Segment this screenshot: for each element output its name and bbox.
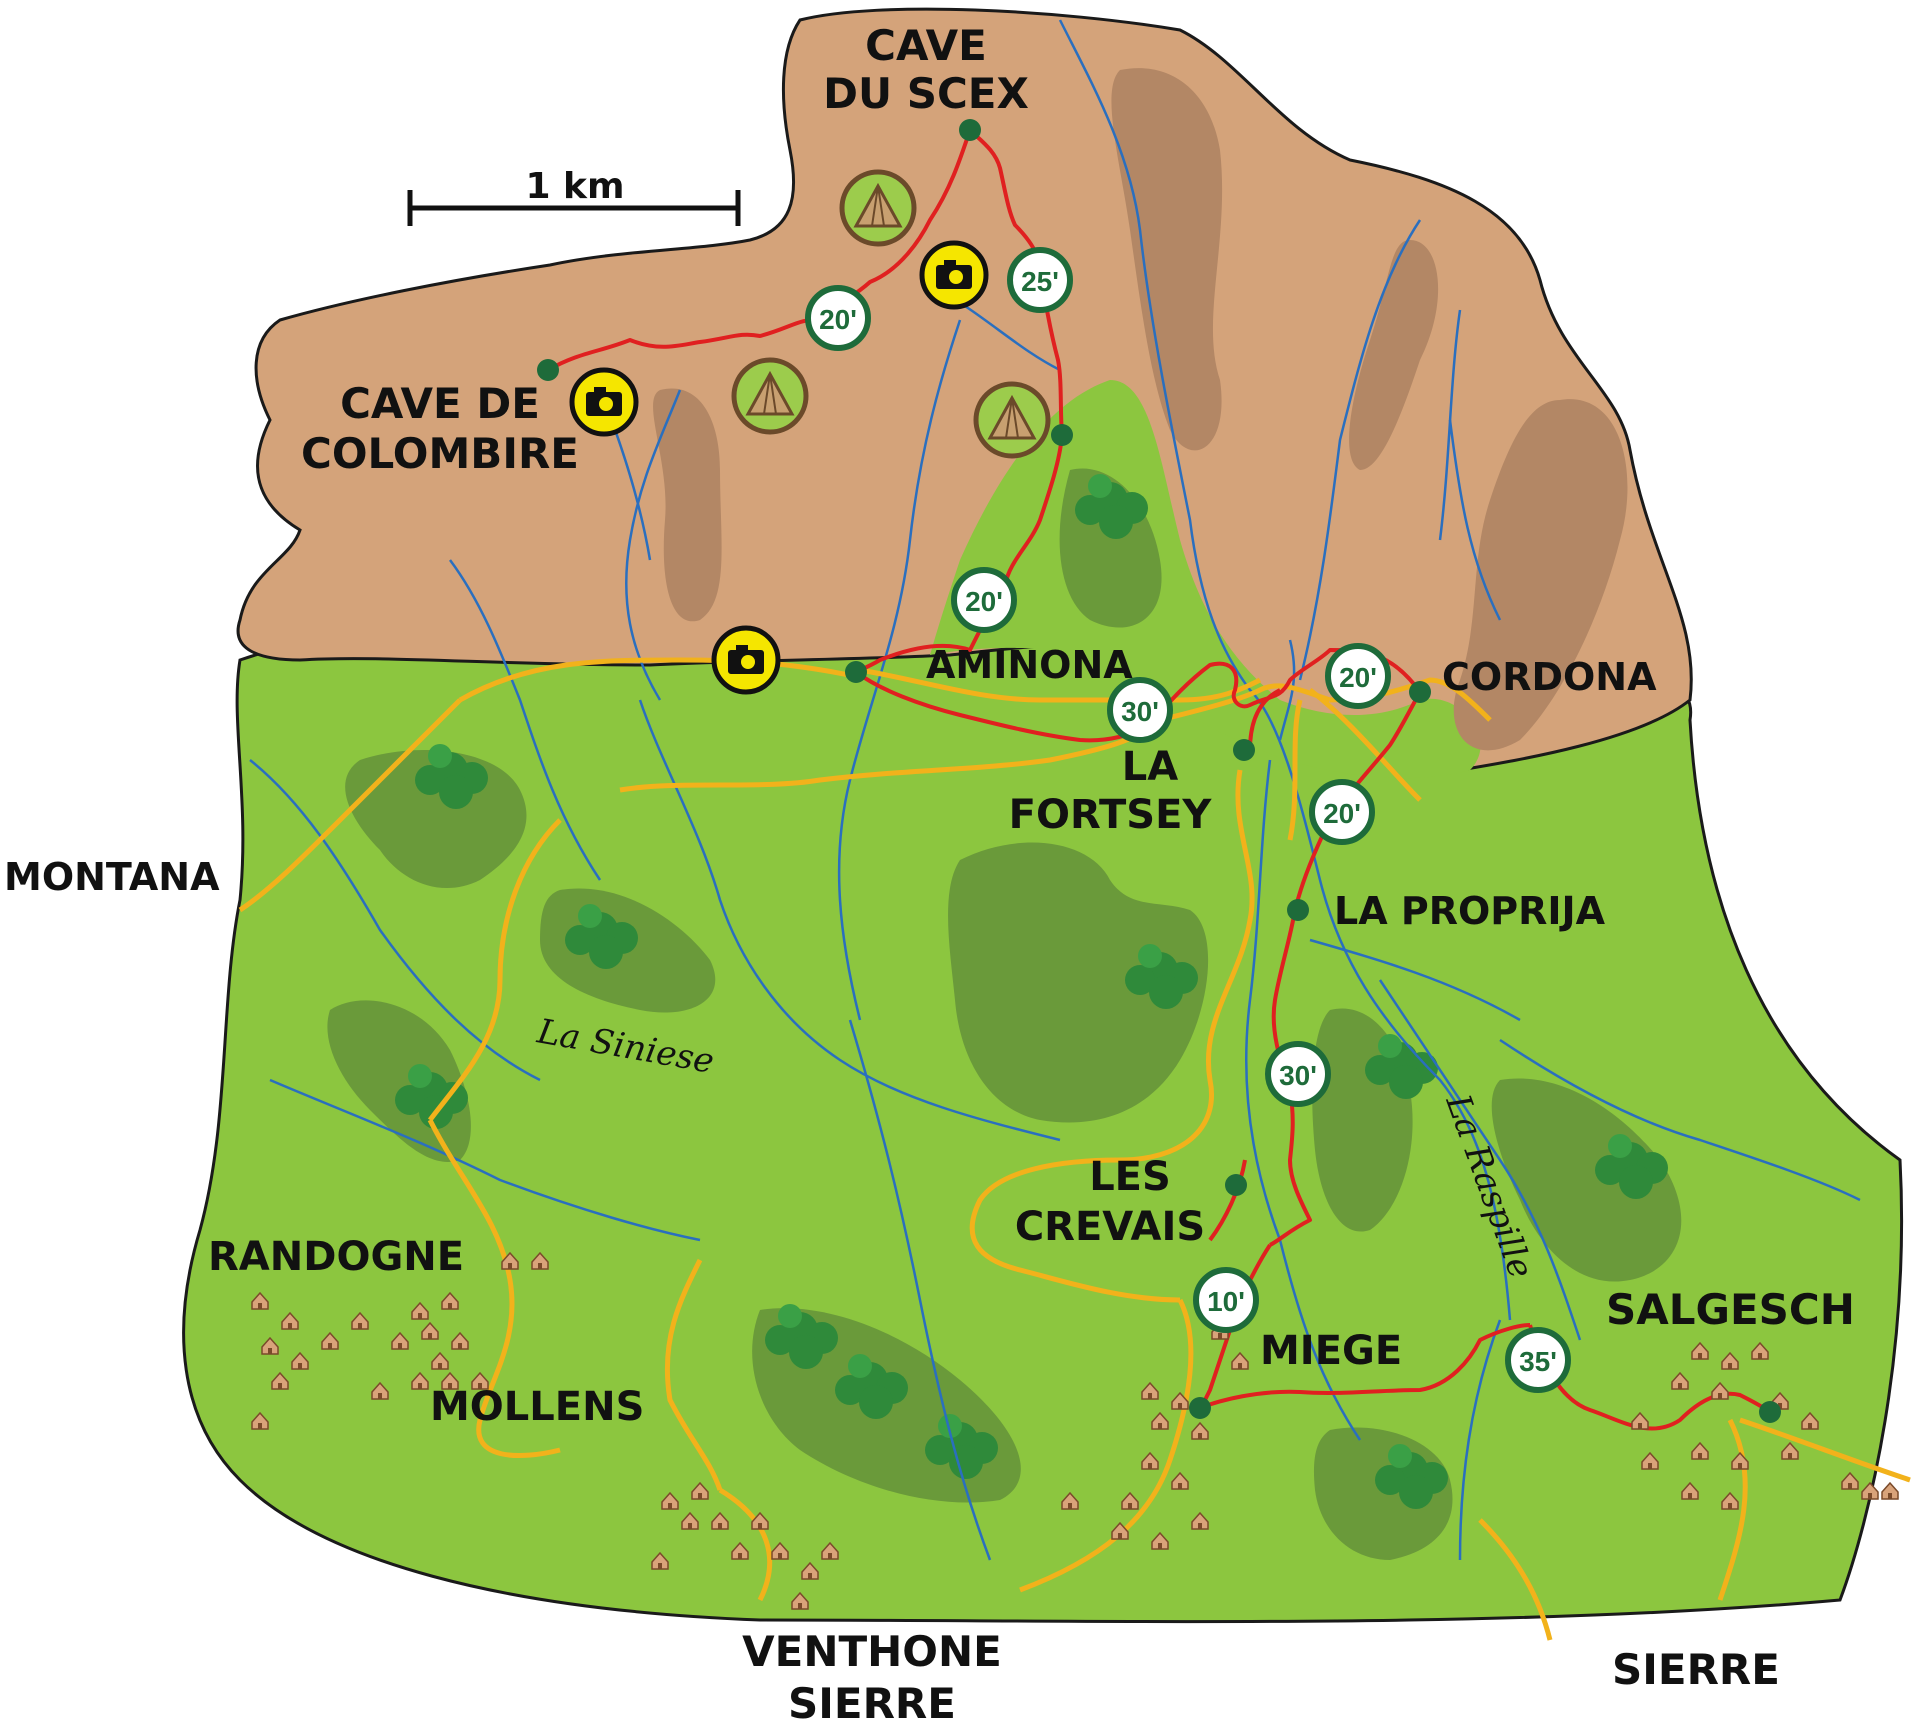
duration-badge: 20' <box>1309 779 1375 845</box>
waypoint-marker <box>1233 739 1255 761</box>
rock-shading <box>653 68 1628 751</box>
label-les-crevais-1: LES <box>1089 1154 1171 1200</box>
scale-bar: 1 km <box>407 166 741 226</box>
waypoints <box>537 119 1781 1423</box>
rivers <box>249 19 1861 1561</box>
camera-icon <box>569 367 639 437</box>
waypoint-marker <box>1189 1397 1211 1419</box>
label-la-fortsey-2: FORTSEY <box>1009 792 1213 838</box>
camera-icon <box>711 625 781 695</box>
waypoint-marker <box>537 359 559 381</box>
scale-label: 1 km <box>525 166 624 207</box>
tent-icon <box>839 169 917 247</box>
waypoint-marker <box>1225 1174 1247 1196</box>
label-sierre: SIERRE <box>1612 1645 1780 1694</box>
label-cave-de-colombire-1: CAVE DE <box>340 379 540 428</box>
duration-label: 20' <box>1323 798 1361 829</box>
terrain <box>182 7 1904 1624</box>
waypoint-marker <box>1051 424 1073 446</box>
label-venthone-sierre: SIERRE <box>788 1679 956 1728</box>
duration-label: 10' <box>1207 1286 1245 1317</box>
cameras <box>569 240 989 695</box>
duration-badge: 35' <box>1505 1327 1571 1393</box>
tents <box>731 169 1051 459</box>
duration-label: 20' <box>965 586 1003 617</box>
waypoint-marker <box>959 119 981 141</box>
label-la-fortsey-1: LA <box>1122 744 1178 790</box>
duration-badge: 30' <box>1107 677 1173 743</box>
duration-badge: 25' <box>1007 247 1073 313</box>
duration-badge: 20' <box>951 567 1017 633</box>
waypoint-marker <box>1409 681 1431 703</box>
label-miege: MIEGE <box>1260 1328 1402 1374</box>
label-venthone: VENTHONE <box>742 1627 1002 1676</box>
duration-label: 30' <box>1279 1060 1317 1091</box>
duration-label: 35' <box>1519 1346 1557 1377</box>
waypoint-marker <box>1759 1401 1781 1423</box>
label-montana: MONTANA <box>4 855 220 899</box>
waypoint-marker <box>1287 899 1309 921</box>
label-mollens: MOLLENS <box>430 1384 644 1430</box>
waypoint-marker <box>845 661 867 683</box>
duration-badge: 10' <box>1193 1267 1259 1333</box>
duration-label: 20' <box>1339 662 1377 693</box>
duration-badge: 20' <box>805 285 871 351</box>
duration-badge: 30' <box>1265 1041 1331 1107</box>
duration-label: 30' <box>1121 696 1159 727</box>
duration-badges: 20' 25' 20' 30' 20' 20' 30' 10' <box>805 247 1571 1393</box>
place-labels: CAVE DU SCEX CAVE DE COLOMBIRE AMINONA C… <box>4 21 1855 1728</box>
camera-icon <box>919 240 989 310</box>
label-cave-du-scex-1: CAVE <box>865 21 987 70</box>
roads <box>238 657 1911 1641</box>
duration-badge: 20' <box>1325 643 1391 709</box>
rock-area <box>236 7 1693 775</box>
label-cave-de-colombire-2: COLOMBIRE <box>301 429 579 478</box>
duration-label: 25' <box>1021 266 1059 297</box>
label-salgesch: SALGESCH <box>1606 1285 1855 1334</box>
duration-label: 20' <box>819 304 857 335</box>
label-cordona: CORDONA <box>1442 655 1657 699</box>
label-cave-du-scex-2: DU SCEX <box>823 69 1029 118</box>
label-aminona: AMINONA <box>926 643 1133 687</box>
tent-icon <box>973 381 1051 459</box>
tent-icon <box>731 357 809 435</box>
label-les-crevais-2: CREVAIS <box>1015 1204 1205 1250</box>
label-randogne: RANDOGNE <box>208 1234 464 1280</box>
label-la-proprija: LA PROPRIJA <box>1334 889 1606 933</box>
